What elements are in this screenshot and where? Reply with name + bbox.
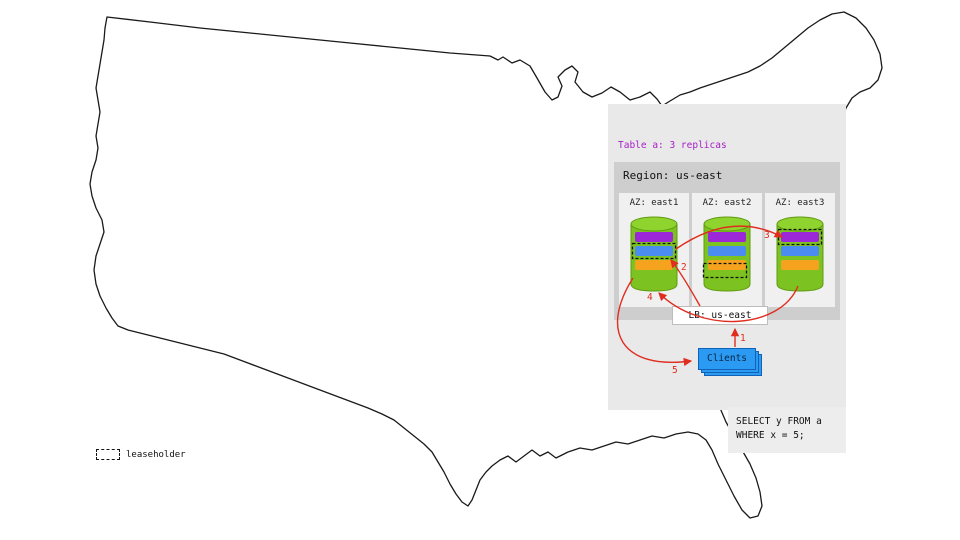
az-east1-label: AZ: east1 <box>629 198 679 208</box>
topology-panel: Table a: 3 replicas Index a: 3 replicas … <box>608 104 846 410</box>
leaseholder-legend: leaseholder <box>96 449 186 460</box>
region-title: Region: us-east <box>623 169 723 182</box>
db-cylinder-east2 <box>702 216 751 292</box>
region-box: Region: us-east AZ: east1 AZ: east2 <box>614 162 840 320</box>
leaseholder-outline-index-a <box>631 242 677 260</box>
leaseholder-swatch <box>96 449 120 460</box>
sql-line-1: SELECT y FROM a <box>736 416 822 427</box>
replica-table-b <box>781 260 819 270</box>
cylinder-top <box>776 216 824 232</box>
replica-table-a <box>635 232 673 242</box>
db-cylinder-east1 <box>630 216 678 292</box>
replica-index-a <box>708 246 746 256</box>
cylinder-top <box>703 216 751 232</box>
replica-table-b <box>635 260 673 270</box>
replica-index-a <box>781 246 819 256</box>
az-east3: AZ: east3 <box>765 193 835 307</box>
load-balancer: LB: us-east <box>672 306 768 325</box>
leaseholder-label: leaseholder <box>126 449 186 460</box>
cylinder-top <box>630 216 678 232</box>
db-cylinder-east3 <box>776 216 824 292</box>
clients-stack: Clients <box>698 348 764 378</box>
az-east3-label: AZ: east3 <box>775 198 825 208</box>
sql-query-box: SELECT y FROM a WHERE x = 5; <box>728 407 846 453</box>
replica-table-a <box>708 232 746 242</box>
clients-box: Clients <box>698 348 756 370</box>
leaseholder-outline-table-a <box>777 228 823 246</box>
legend-table-a: Table a: 3 replicas <box>618 140 727 151</box>
leaseholder-outline-table-b <box>702 262 748 279</box>
az-east2: AZ: east2 <box>692 193 762 307</box>
replica-table-b <box>708 260 746 270</box>
replica-table-a <box>781 232 819 242</box>
sql-line-2: WHERE x = 5; <box>736 430 805 441</box>
az-east2-label: AZ: east2 <box>702 198 752 208</box>
replica-index-a <box>635 246 673 256</box>
az-east1: AZ: east1 <box>619 193 689 307</box>
